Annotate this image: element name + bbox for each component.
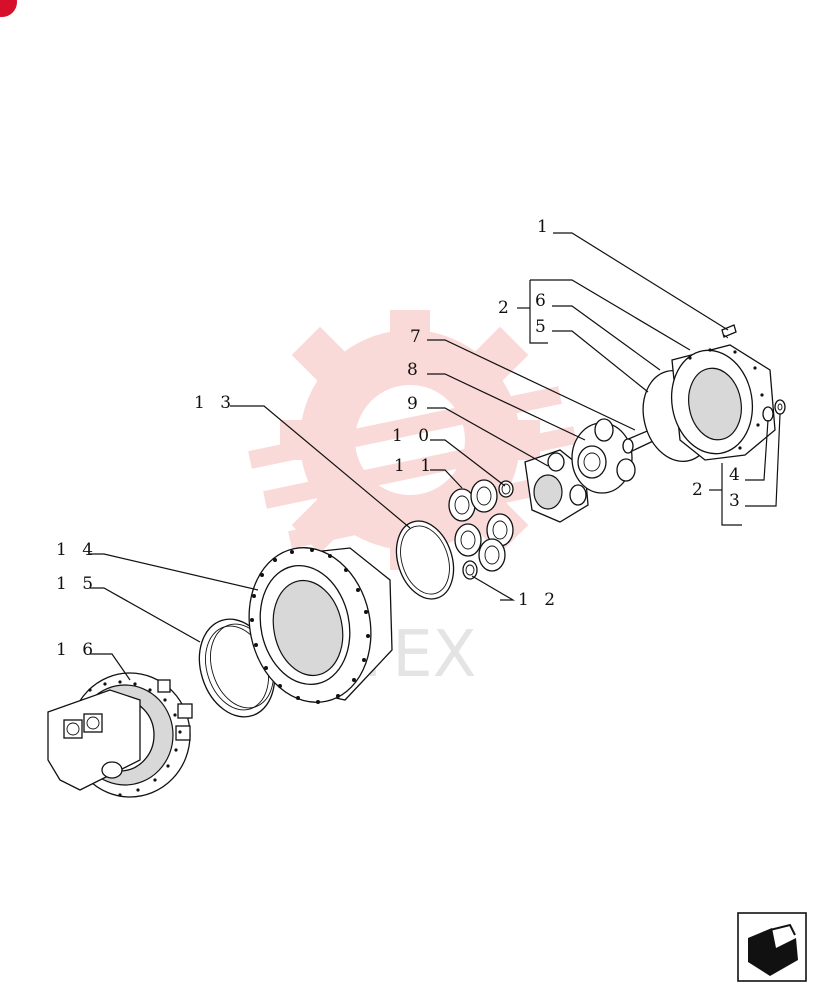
part-12-washer (462, 560, 478, 580)
callout-10: 1 0 (392, 426, 434, 446)
callout-14: 1 4 (56, 540, 98, 560)
part-9-carrier (524, 449, 589, 523)
callout-11: 1 1 (394, 456, 436, 476)
part-10-small-ring (498, 480, 514, 498)
part-11-planet-gears (448, 479, 514, 572)
callout-15: 1 5 (56, 574, 98, 594)
part-16-motor (47, 672, 193, 798)
part-1-bolt (721, 324, 737, 339)
callout-6: 6 (535, 291, 551, 311)
callout-12: 1 2 (518, 590, 560, 610)
callout-2-top: 2 (498, 298, 514, 318)
callout-2-bottom: 2 (692, 480, 708, 500)
leader-lines (90, 232, 781, 681)
callout-labels: 1 2 6 5 7 8 9 1 0 1 1 1 3 1 2 1 4 1 5 1 … (56, 217, 745, 660)
part-4-washer (762, 406, 774, 422)
callout-13: 1 3 (194, 393, 236, 413)
callout-9: 9 (407, 394, 423, 414)
callout-7: 7 (410, 327, 426, 347)
callout-8: 8 (407, 360, 423, 380)
part-8-sun-gear (571, 418, 636, 494)
callout-4: 4 (729, 465, 745, 485)
callout-16: 1 6 (56, 640, 98, 660)
part-3-plug (774, 399, 786, 415)
next-page-icon[interactable] (737, 912, 807, 982)
part-13-ring (395, 520, 455, 600)
callout-5: 5 (535, 317, 551, 337)
corner-badge (0, 0, 17, 17)
part-14-housing (248, 547, 393, 704)
callout-3: 3 (729, 491, 745, 511)
callout-1: 1 (537, 217, 553, 237)
part-6-cover (670, 344, 776, 461)
